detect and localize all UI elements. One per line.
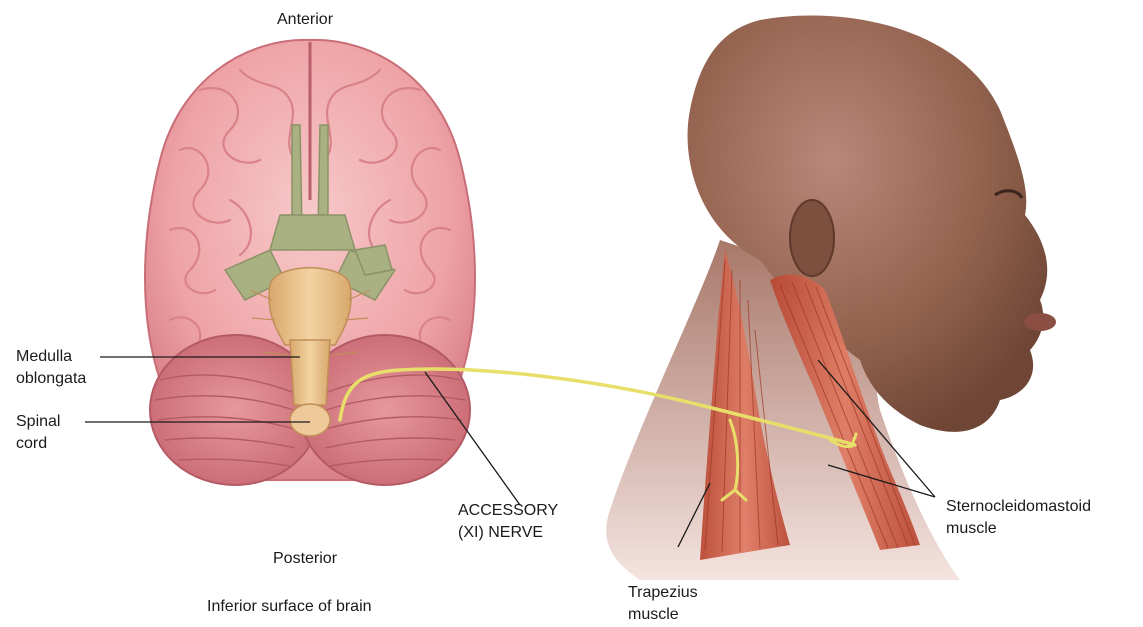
trapezius-label-line2: muscle bbox=[628, 605, 679, 625]
anterior-label: Anterior bbox=[277, 10, 333, 30]
caption-inferior-surface: Inferior surface of brain bbox=[207, 597, 372, 617]
lips bbox=[1024, 313, 1056, 331]
accessory-nerve-label-line1: ACCESSORY bbox=[458, 501, 558, 521]
spinal-cord-label-line2: cord bbox=[16, 434, 47, 454]
accessory-nerve-label-line2: (XI) NERVE bbox=[458, 523, 543, 543]
trapezius-label-line1: Trapezius bbox=[628, 583, 698, 603]
brain-inferior-view bbox=[145, 40, 475, 485]
spinal-cord bbox=[290, 404, 330, 436]
ear bbox=[790, 200, 834, 276]
medulla-label-line1: Medulla bbox=[16, 347, 72, 367]
spinal-cord-label-line1: Spinal bbox=[16, 412, 60, 432]
scm-label-line2: muscle bbox=[946, 519, 997, 539]
scm-label-line1: Sternocleidomastoid bbox=[946, 497, 1091, 517]
posterior-label: Posterior bbox=[273, 549, 337, 569]
head-neck-illustration bbox=[606, 15, 1056, 580]
medulla-oblongata bbox=[290, 340, 330, 405]
medulla-label-line2: oblongata bbox=[16, 369, 86, 389]
